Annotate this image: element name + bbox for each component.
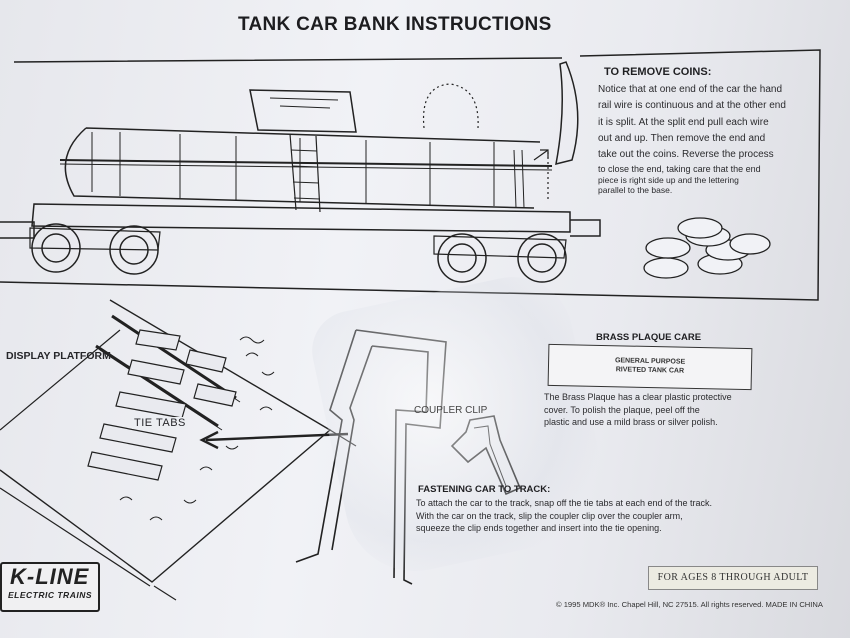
- age-rating-box: FOR AGES 8 THROUGH ADULT: [648, 566, 818, 590]
- page-title: TANK CAR BANK INSTRUCTIONS: [238, 14, 552, 35]
- remove-coins-heading: TO REMOVE COINS:: [604, 66, 712, 78]
- tie-tabs-label: TIE TABS: [132, 417, 188, 429]
- fastening-text: To attach the car to the track, snap off…: [416, 498, 713, 533]
- copyright-line: © 1995 MDK® Inc. Chapel Hill, NC 27515. …: [556, 600, 823, 609]
- display-platform-label: DISPLAY PLATFORM: [6, 350, 111, 362]
- logo-sub-text: ELECTRIC TRAINS: [8, 590, 92, 600]
- fastening-heading: FASTENING CAR TO TRACK:: [418, 484, 551, 495]
- remove-coins-text: Notice that at one end of the car the ha…: [598, 84, 786, 196]
- brass-plaque-text: The Brass Plaque has a clear plastic pro…: [544, 392, 732, 427]
- brass-plaque-drawing: GENERAL PURPOSE RIVETED TANK CAR: [547, 343, 753, 391]
- logo-main-text: K-LINE: [10, 564, 90, 589]
- coupler-clip-label: COUPLER CLIP: [414, 405, 488, 416]
- brass-plaque-heading: BRASS PLAQUE CARE: [596, 332, 702, 343]
- k-line-logo: [0, 562, 100, 612]
